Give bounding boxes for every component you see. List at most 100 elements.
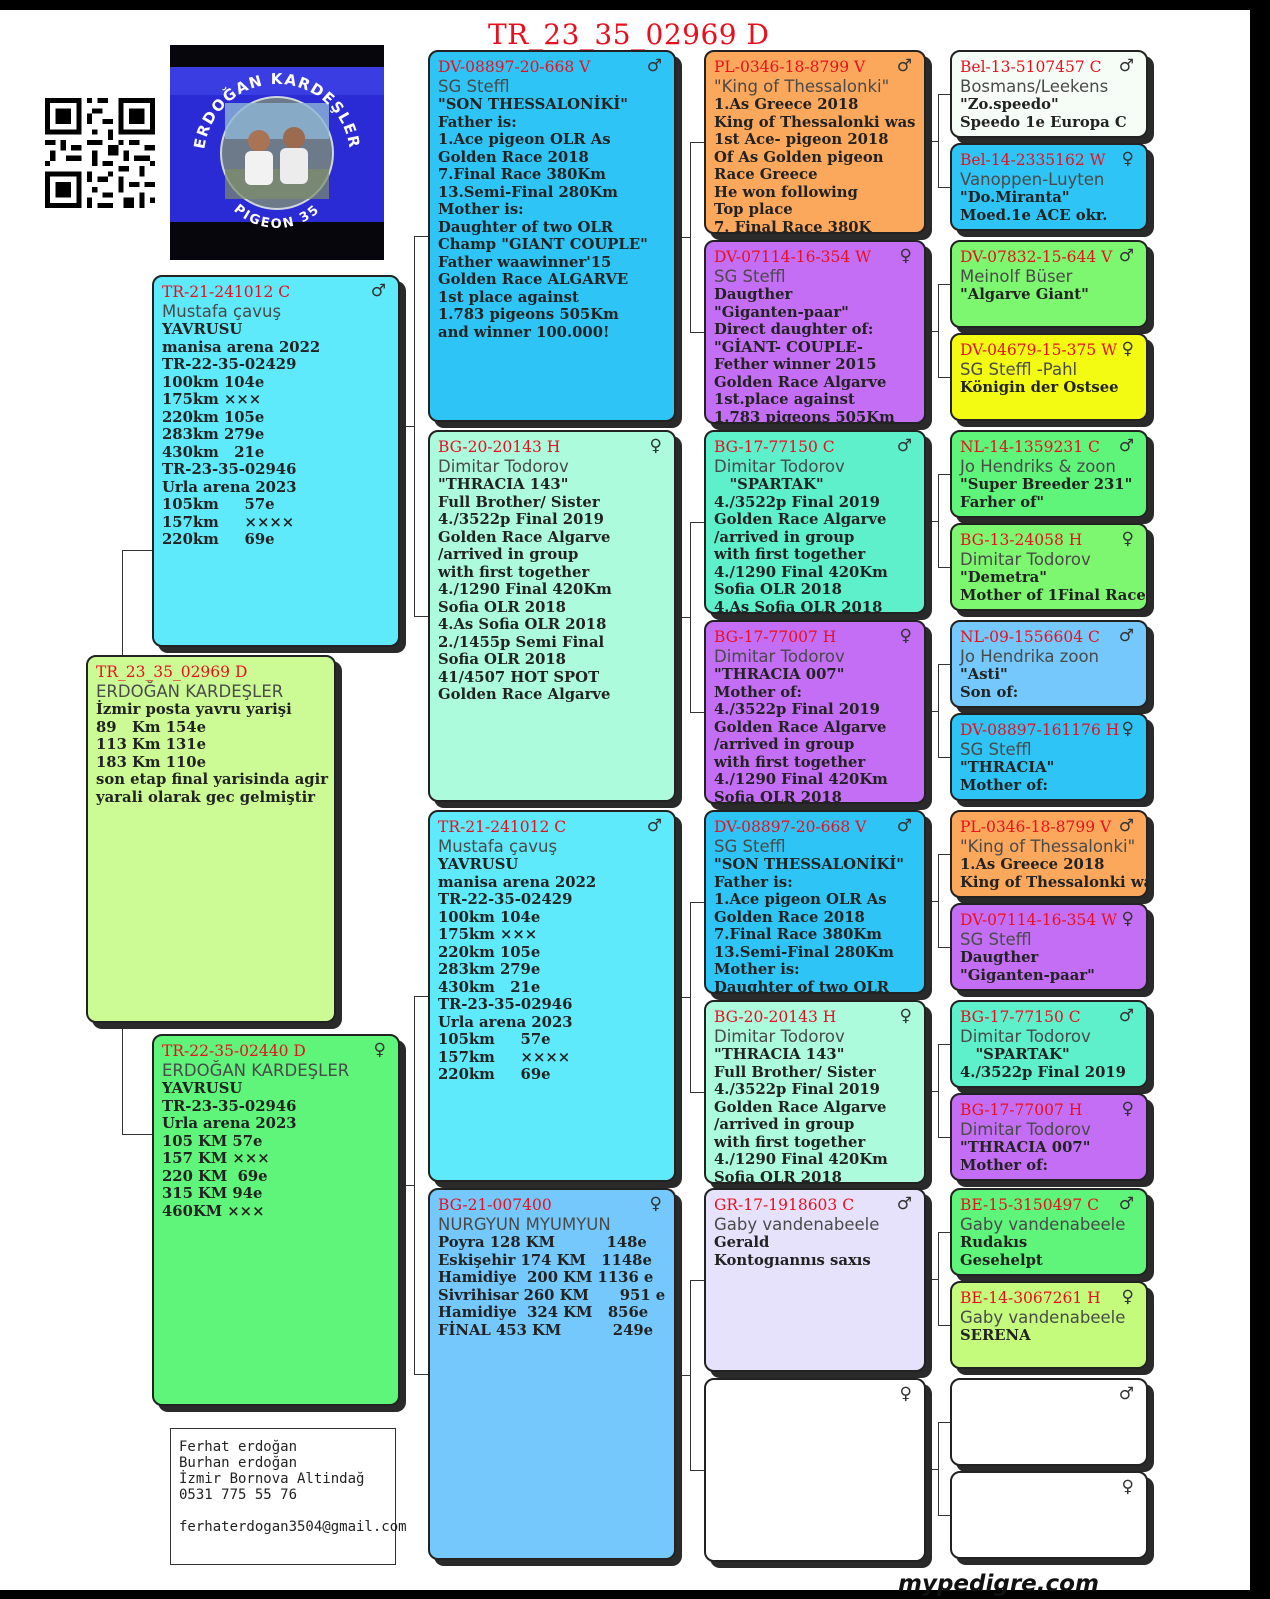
info-line: 113 Km 131e [96,736,207,753]
info-line: Father waawinner'15 [438,253,612,271]
owner-name: SG Steffl -Pahl [960,360,1078,379]
info-line: Of As Golden pigeon [714,148,884,166]
connector-line [938,94,939,187]
info-line: Golden Race Algarve [714,718,887,736]
info-line: "Super Breeder 231" [960,476,1133,493]
pedigree-card-i8[interactable]: DV-08897-161176 H♀SG Steffl"THRACIA"Moth… [950,713,1148,801]
contact-email[interactable]: ferhaterdogan3504@gmail.com [179,1519,407,1535]
ring-number: DV-07114-16-354 W [714,248,872,266]
info-line: Urla arena 2023 [162,478,297,496]
owner-name: Dimitar Todorov [960,1027,1091,1046]
info-line: 4./1290 Final 420Km [714,771,888,788]
connector-line [938,377,950,378]
info-line: YAVRUSU [162,321,243,338]
connector-line [690,712,704,713]
info-line: 13.Semi-Final 280Km [438,183,618,201]
male-icon: ♂ [1118,1384,1134,1404]
info-line: İzmir posta yavru yarişi [96,701,292,718]
pedigree-card-g2[interactable]: BG-20-20143 H♀Dimitar Todorov"THRACIA 14… [428,430,676,802]
ring-number: DV-07114-16-354 W [960,911,1118,929]
male-icon: ♂ [896,1194,912,1214]
pedigree-card-i3[interactable]: DV-07832-15-644 V♂Meinolf Büser"Algarve … [950,240,1148,328]
pedigree-card-i16[interactable]: ♀ [950,1471,1148,1559]
pedigree-card-i11[interactable]: BG-17-77150 C♂Dimitar Todorov "SPARTAK"4… [950,1000,1148,1088]
info-line: Top place [714,201,793,218]
female-icon: ♀ [373,1040,386,1060]
pedigree-card-h1[interactable]: PL-0346-18-8799 V♂"King of Thessalonki"1… [704,50,926,234]
owner-name: Gaby vandenabeele [960,1215,1126,1234]
connector-line [938,567,950,568]
ring-number: DV-08897-20-668 V [714,818,867,836]
info-line: 157km ×××× [438,1048,571,1066]
owner-name: SG Steffl [438,77,510,96]
info-line: Father is: [714,873,793,891]
info-line: TR-22-35-02429 [438,891,573,908]
info-line: 283km 279e [162,426,265,443]
info-line: Mother of 1Final Race [960,586,1146,604]
male-icon: ♂ [1118,246,1134,266]
connector-line [938,94,950,95]
info-line: 1.Ace pigeon OLR As [438,131,611,148]
info-line: Mother is: [714,961,800,978]
info-line: TR-23-35-02946 [438,996,573,1013]
pedigree-card-i12[interactable]: BG-17-77007 H♀Dimitar Todorov"THRACIA 00… [950,1093,1148,1181]
owner-name: SG Steffl [714,267,786,286]
info-line: Fether winner 2015 [714,356,877,373]
connector-line [938,474,939,567]
connector-line [414,236,415,616]
connector-line [414,996,415,1374]
ring-number: NL-09-1556604 C [960,628,1100,646]
info-line: Rudakıs [960,1234,1028,1251]
pedigree-card-h5[interactable]: DV-08897-20-668 V♂SG Steffl"SON THESSALO… [704,810,926,994]
info-line: 1.As Greece 2018 [960,856,1105,873]
info-line: Golden Race 2018 [438,148,589,166]
pedigree-card-i5[interactable]: NL-14-1359231 C♂Jo Hendriks & zoon"Super… [950,430,1148,518]
connector-line [690,1092,704,1093]
ring-number: GR-17-1918603 C [714,1196,855,1214]
female-icon: ♀ [899,626,912,646]
ring-number [714,1385,916,1405]
info-line: son etap final yarisinda agir [96,771,329,788]
contact-phone[interactable]: 0531 775 55 76 [179,1487,298,1503]
owner-name: Gaby vandenabeele [714,1215,880,1234]
info-line: YAVRUSU [438,856,519,873]
pedigree-card-h3[interactable]: BG-17-77150 C♂Dimitar Todorov "SPARTAK"4… [704,430,926,614]
pedigree-card-i6[interactable]: BG-13-24058 H♀Dimitar Todorov"Demetra"Mo… [950,523,1148,611]
pedigree-card-g1[interactable]: DV-08897-20-668 V♂SG Steffl"SON THESSALO… [428,50,676,422]
pedigree-card-h4[interactable]: BG-17-77007 H♀Dimitar Todorov"THRACIA 00… [704,620,926,804]
pedigree-card-i1[interactable]: Bel-13-5107457 C♂Bosmans/Leekens"Zo.spee… [950,50,1148,138]
ring-number: BG-17-77007 H [714,628,837,646]
owner-name: "King of Thessalonki" [960,837,1136,856]
info-line: /arrived in group [714,1116,855,1133]
owner-name: Meinolf Büser [960,267,1073,286]
ring-number: TR-22-35-02440 D [162,1042,306,1060]
info-line: Golden Race ALGARVE [438,271,629,288]
connector-line [938,1325,950,1326]
pedigree-card-h8[interactable]: ♀ [704,1378,926,1562]
pedigree-card-i2[interactable]: Bel-14-2335162 W♀Vanoppen-Luyten"Do.Mira… [950,143,1148,231]
info-line: 89 Km 154e [96,718,207,736]
ring-number: NL-14-1359231 C [960,438,1100,456]
info-line: Eskişehir 174 KM 1148e [438,1251,652,1269]
qr-code[interactable] [45,98,155,208]
pedigree-card-i9[interactable]: PL-0346-18-8799 V♂"King of Thessalonki"1… [950,810,1148,898]
female-icon: ♀ [1121,1477,1134,1497]
pedigree-card-i15[interactable]: ♂ [950,1378,1148,1466]
pedigree-card-i7[interactable]: NL-09-1556604 C♂Jo Hendrika zoon"Asti"So… [950,620,1148,708]
ring-number: PL-0346-18-8799 V [960,818,1112,836]
footer-brand[interactable]: mypedigre.com [898,1571,1099,1597]
owner-name: Dimitar Todorov [714,647,845,666]
info-line: 105km 57e [162,496,275,513]
pedigree-card-h6[interactable]: BG-20-20143 H♀Dimitar Todorov"THRACIA 14… [704,1000,926,1184]
